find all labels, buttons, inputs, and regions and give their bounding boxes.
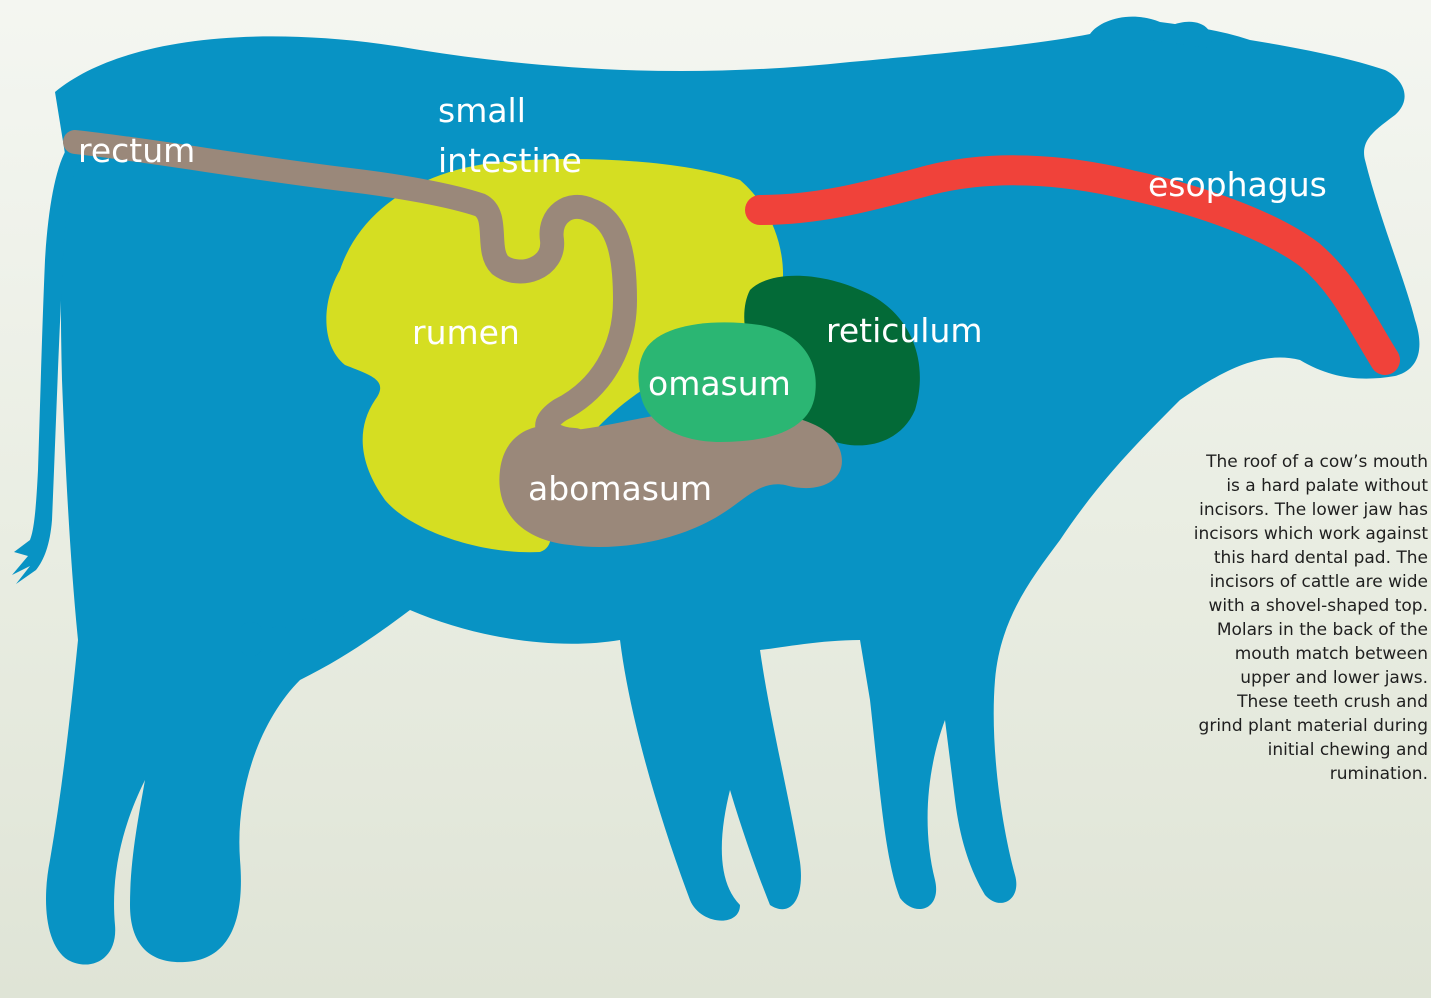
- omasum-label: omasum: [648, 364, 791, 403]
- rumen-label: rumen: [412, 313, 520, 352]
- description-line: These teeth crush and: [1237, 692, 1428, 712]
- description-line: incisors. The lower jaw has: [1199, 500, 1428, 520]
- description-line: incisors which work against: [1194, 524, 1428, 544]
- teeth-description: The roof of a cow’s mouth is a hard pala…: [1100, 450, 1428, 786]
- description-line: with a shovel-shaped top.: [1209, 596, 1428, 616]
- rectum-label: rectum: [78, 131, 195, 170]
- small-intestine-label-line2: intestine: [438, 141, 582, 180]
- reticulum-label: reticulum: [826, 311, 983, 350]
- abomasum-label: abomasum: [528, 469, 712, 508]
- udder-teat: [268, 626, 290, 660]
- description-line: grind plant material during: [1199, 716, 1428, 736]
- description-line: Molars in the back of the: [1217, 620, 1428, 640]
- small-intestine-label-line1: small: [438, 91, 526, 130]
- udder-teat: [322, 610, 344, 640]
- udder-teat: [298, 618, 320, 652]
- description-line: The roof of a cow’s mouth: [1206, 452, 1428, 472]
- description-line: incisors of cattle are wide: [1210, 572, 1428, 592]
- udder-teat: [240, 622, 262, 656]
- description-line: upper and lower jaws.: [1240, 668, 1428, 688]
- description-line: this hard dental pad. The: [1214, 548, 1428, 568]
- esophagus-label: esophagus: [1148, 165, 1327, 204]
- description-line: initial chewing and: [1268, 740, 1428, 760]
- description-line: is a hard palate without: [1226, 476, 1428, 496]
- description-line: mouth match between: [1235, 644, 1428, 664]
- description-line: rumination.: [1330, 764, 1428, 784]
